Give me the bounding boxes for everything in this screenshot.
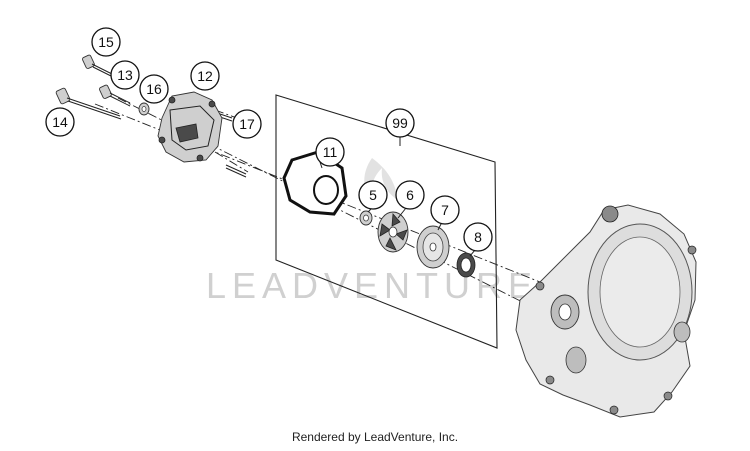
callout-15: 15 [91, 27, 121, 57]
engine-clutch-cover [515, 204, 697, 418]
washer-part-16 [138, 102, 150, 116]
callout-17: 17 [232, 109, 262, 139]
gasket-part-11 [282, 150, 348, 216]
callout-11-label: 11 [323, 144, 338, 160]
watermark-text: LEADVENTURE [206, 265, 538, 306]
callout-15-label: 15 [98, 34, 114, 50]
watermark-logo: LEADVENTURE [206, 158, 538, 306]
callout-7-label: 7 [441, 202, 449, 218]
callout-14-label: 14 [52, 114, 68, 130]
callout-17-label: 17 [239, 116, 255, 132]
callout-8-label: 8 [474, 229, 482, 245]
callout-6: 6 [395, 180, 425, 210]
callout-11: 11 [315, 137, 345, 167]
shaft-seal-part-8 [456, 252, 476, 278]
callout-99-label: 99 [392, 115, 408, 131]
bolt-part-14 [55, 87, 122, 120]
pump-cover-part-12 [157, 91, 223, 163]
callout-14: 14 [45, 107, 75, 137]
kit-outline-box [275, 94, 498, 349]
callout-5-label: 5 [369, 187, 377, 203]
rendered-by-footer: Rendered by LeadVenture, Inc. [291, 430, 459, 444]
callout-13: 13 [110, 60, 140, 90]
impeller-part-6 [377, 211, 409, 253]
callout-12-label: 12 [197, 68, 213, 84]
callout-13-label: 13 [117, 67, 133, 83]
callout-8: 8 [463, 222, 493, 252]
callout-99: 99 [385, 108, 415, 138]
bolt-part-13 [99, 84, 131, 107]
seal-plate-part-7 [416, 225, 450, 269]
callout-12: 12 [190, 61, 220, 91]
callout-7: 7 [430, 195, 460, 225]
nut-part-5 [359, 210, 373, 226]
bolt-part-15 [82, 54, 114, 78]
callout-5: 5 [358, 180, 388, 210]
callout-6-label: 6 [406, 187, 414, 203]
callout-16: 16 [139, 74, 169, 104]
callout-16-label: 16 [146, 81, 162, 97]
assembly-axis-lines [94, 97, 561, 322]
